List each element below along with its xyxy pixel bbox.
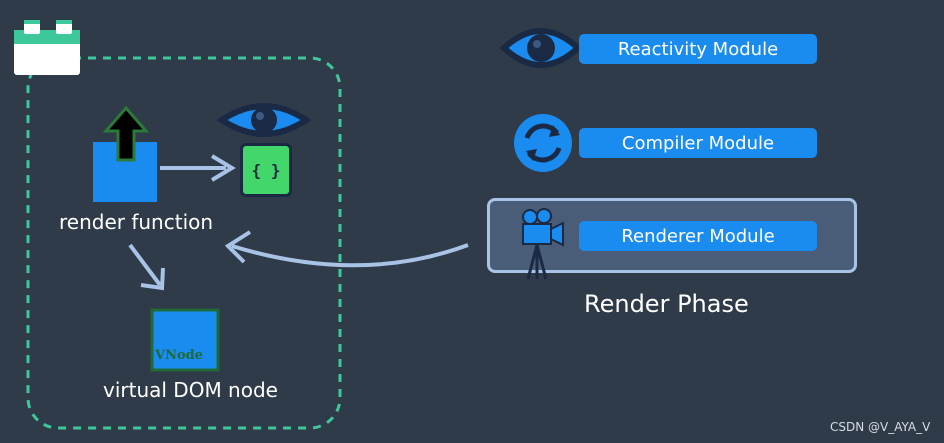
render-function-label: render function: [59, 210, 214, 234]
compiler-module-pill: Compiler Module: [579, 128, 817, 158]
vnode-icon: [150, 308, 220, 372]
render-function-icon: [93, 105, 157, 202]
render-phase-label: Render Phase: [584, 290, 749, 318]
arrow-renderer-head: [224, 230, 252, 264]
component-dashed-outline: [26, 56, 342, 430]
arrow-to-braces-head: [210, 154, 236, 182]
vnode-badge: VNode: [155, 348, 204, 363]
sync-icon: [514, 114, 572, 172]
camera-icon: [522, 208, 564, 280]
eye-icon: [499, 28, 583, 68]
arrow-renderer-to-render-function: [231, 243, 469, 268]
braces-icon: { }: [240, 143, 292, 197]
component-block-icon: [14, 20, 80, 75]
watermark: CSDN @V_AYA_V: [830, 420, 931, 434]
virtual-dom-node-label: virtual DOM node: [103, 378, 278, 402]
arrow-to-vnode-head: [140, 267, 165, 291]
arrow-to-vnode: [128, 243, 162, 287]
renderer-module-pill: Renderer Module: [579, 221, 817, 251]
watcher-eye-icon: [216, 103, 312, 137]
reactivity-module-pill: Reactivity Module: [579, 34, 817, 64]
